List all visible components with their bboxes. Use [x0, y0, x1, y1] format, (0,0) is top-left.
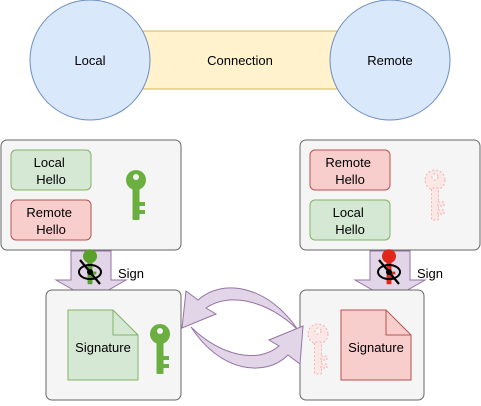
sign-label-left: Sign	[118, 266, 144, 281]
key-icon	[150, 324, 170, 374]
remote-hello-right-line2: Hello	[335, 172, 365, 187]
local-hello-right-line2: Hello	[335, 222, 365, 237]
svg-text:Remote Hello: Remote Hello	[325, 155, 374, 187]
key-icon	[307, 323, 329, 375]
signature-doc-right	[340, 309, 412, 381]
connection-band	[119, 30, 362, 90]
signature-doc-left	[67, 309, 139, 381]
hidden-eye-icon	[377, 249, 401, 285]
remote-node	[329, 0, 451, 121]
remote-hello-left-line2: Hello	[36, 222, 66, 237]
local-hello-right-line1: Local	[333, 205, 364, 220]
svg-text:Local Hello: Local Hello	[333, 205, 368, 237]
signature-label-left: Signature	[75, 340, 131, 355]
local-hello-line1: Local	[34, 155, 65, 170]
remote-hello-box-left	[10, 199, 92, 241]
key-icon	[424, 169, 446, 221]
remote-hello-left-line1: Remote	[26, 205, 72, 220]
exchange-arrow-to-right	[190, 325, 304, 369]
connection-label: Connection	[207, 53, 273, 68]
remote-hello-box-right	[309, 149, 391, 191]
remote-node-label: Remote	[367, 53, 413, 68]
local-hello-box-right	[309, 199, 391, 241]
local-hello-box	[10, 149, 92, 191]
local-node-label: Local	[74, 53, 105, 68]
signature-label-right: Signature	[348, 340, 404, 355]
key-icon	[126, 170, 146, 220]
exchange-arrow-to-left	[181, 287, 299, 331]
remote-hello-right-line1: Remote	[325, 155, 371, 170]
hidden-eye-icon	[78, 249, 102, 285]
local-hello-line2: Hello	[36, 172, 66, 187]
sign-label-right: Sign	[417, 266, 443, 281]
local-node	[29, 0, 151, 121]
svg-text:Remote Hello: Remote Hello	[26, 205, 75, 237]
svg-text:Local Hello: Local Hello	[34, 155, 69, 187]
